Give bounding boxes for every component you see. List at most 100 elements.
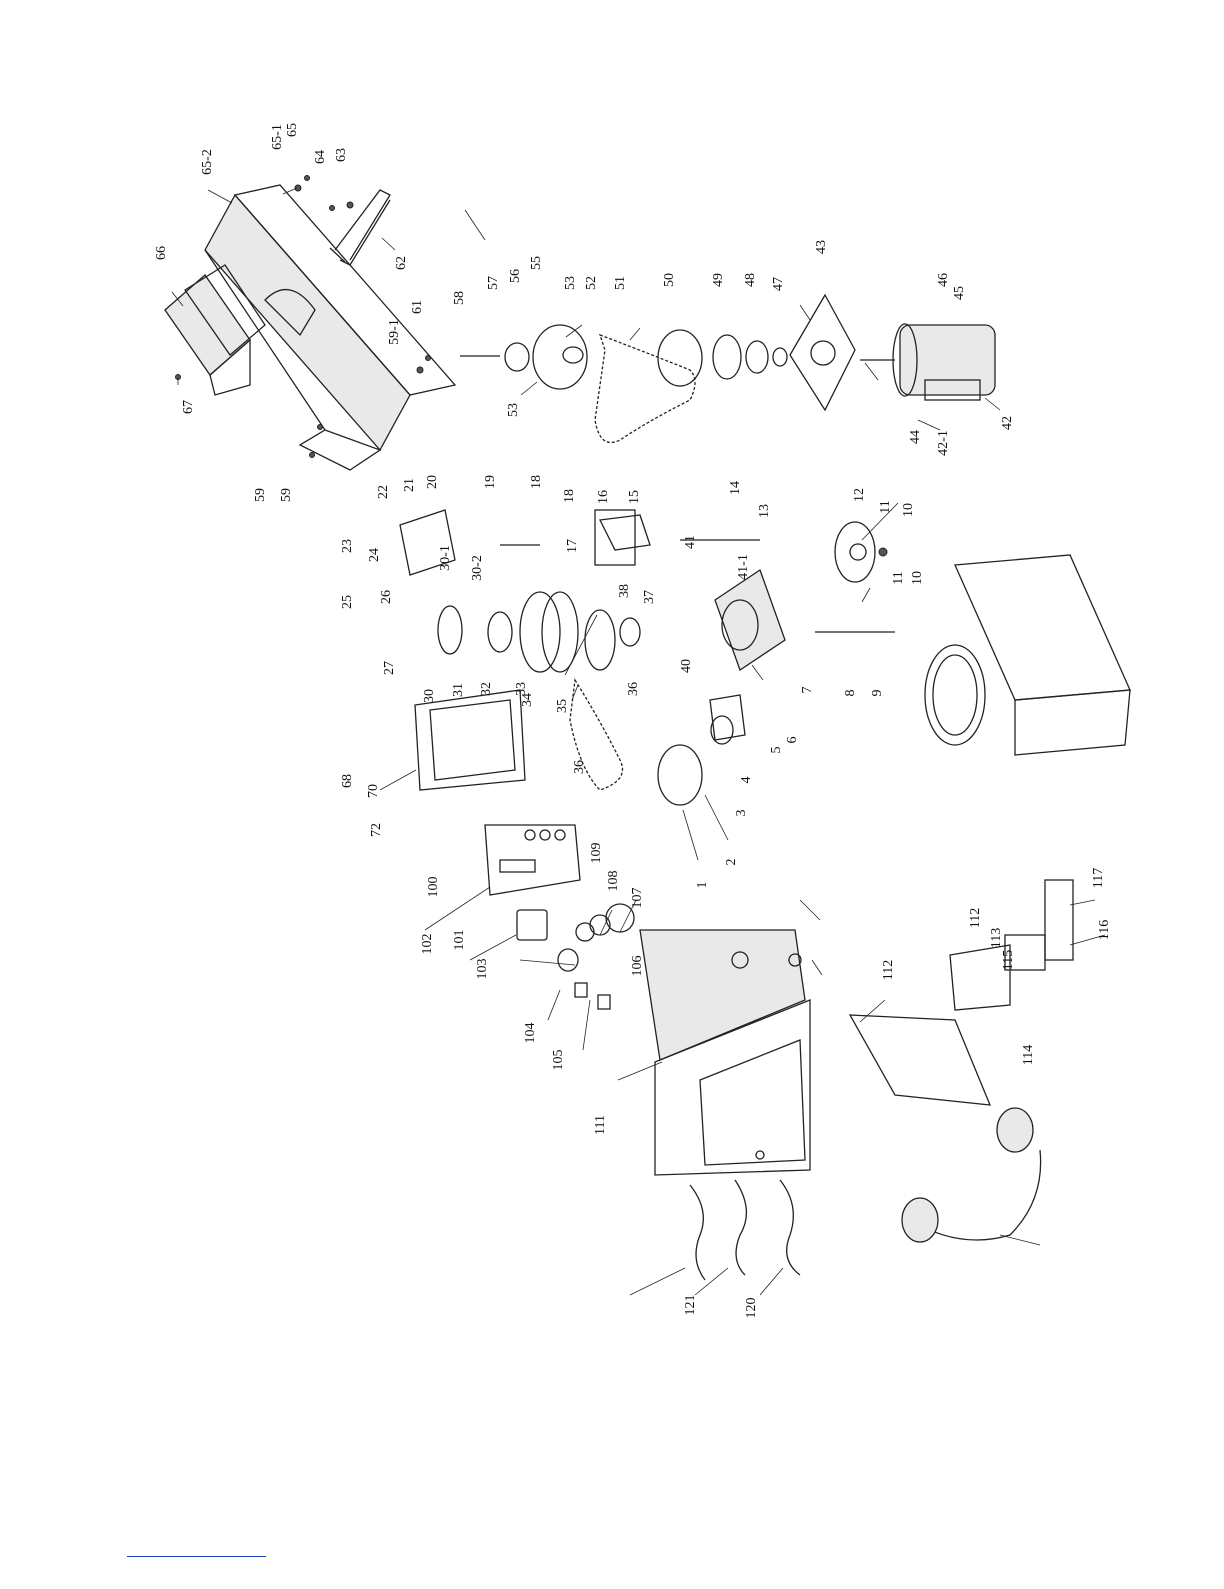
label-68: 72 [369, 823, 384, 837]
label-112-b: 114 [1021, 1045, 1036, 1065]
label-13: 11 [878, 500, 893, 513]
label-53-b: 53 [506, 403, 521, 417]
label-15: 13 [757, 504, 772, 518]
label-10: 10 [910, 571, 925, 585]
label-35: 35 [555, 699, 570, 713]
label-6: 6 [785, 737, 800, 744]
label-44: 44 [908, 430, 923, 444]
label-4: 4 [739, 777, 754, 784]
label-32: 32 [479, 682, 494, 696]
label-52: 52 [584, 276, 599, 290]
label-41: 41 [683, 535, 698, 549]
bracket [329, 189, 391, 266]
label-57: 58 [452, 291, 467, 305]
spindle-parts [399, 509, 641, 791]
label-41-1: 41-1 [736, 554, 751, 580]
label-18-b: 17 [565, 539, 580, 553]
label-59-1: 61 [410, 300, 425, 314]
label-16: 14 [728, 481, 743, 495]
label-55: 56 [508, 269, 523, 283]
label-11: 11 [891, 571, 906, 584]
label-111: 112 [968, 908, 983, 928]
base-casting [924, 554, 1131, 756]
label-29: 27 [382, 661, 397, 675]
control-switches [516, 903, 635, 1010]
wire-bundles [689, 1179, 801, 1281]
leader-lines [171, 187, 1106, 1296]
label-34: 34 [520, 693, 535, 707]
label-51: 51 [613, 276, 628, 290]
label-5: 5 [769, 747, 784, 754]
label-30: 30 [422, 689, 437, 703]
motor-mount-plate [789, 293, 856, 412]
label-53-a: 53 [563, 276, 578, 290]
label-37: 36 [626, 682, 641, 696]
label-107: 109 [589, 843, 604, 864]
label-108: 111 [593, 1115, 608, 1135]
label-22: 20 [425, 475, 440, 489]
label-58: 59 [253, 488, 268, 502]
label-26: 24 [367, 548, 382, 562]
label-63: 65 [285, 123, 300, 137]
label-62: 64 [313, 150, 328, 164]
top-cover [204, 184, 457, 471]
label-60: 62 [394, 256, 409, 270]
label-48: 48 [743, 273, 758, 287]
footer-rule [127, 1556, 266, 1557]
label-7: 7 [800, 687, 815, 694]
label-42: 42 [1000, 416, 1015, 430]
label-49: 49 [711, 273, 726, 287]
label-102: 104 [523, 1023, 538, 1044]
label-33: 33 [514, 682, 529, 696]
label-66: 68 [340, 774, 355, 788]
label-65: 65-2 [200, 149, 215, 175]
label-64: 65-1 [270, 124, 285, 150]
label-42-1: 43 [814, 240, 829, 254]
label-105: 107 [630, 888, 645, 909]
label-106: 108 [606, 871, 621, 892]
mounting-plate [848, 1014, 992, 1106]
label-38: 37 [642, 590, 657, 604]
label-103: 105 [551, 1050, 566, 1071]
label-8: 8 [843, 690, 858, 697]
label-46: 46 [936, 273, 951, 287]
motor [860, 323, 996, 401]
gear-shaft [680, 521, 895, 633]
label-113: 115 [1001, 950, 1016, 970]
label-17: 15 [627, 490, 642, 504]
label-104: 106 [630, 956, 645, 977]
label-20: 18 [529, 475, 544, 489]
label-109: 112 [881, 960, 896, 980]
label-36: 36 [572, 760, 587, 774]
label-115: 117 [1091, 868, 1106, 888]
label-70: 100 [426, 877, 441, 898]
gear-housing [599, 514, 786, 672]
label-40: 40 [679, 659, 694, 673]
upper-pulley-assembly [460, 324, 788, 444]
label-116: 120 [744, 1298, 759, 1319]
label-54: 55 [529, 256, 544, 270]
label-39: 38 [617, 584, 632, 598]
electrical-enclosure [639, 929, 811, 1176]
label-65-1: 66 [154, 246, 169, 260]
label-67: 70 [366, 784, 381, 798]
label-9: 9 [870, 690, 885, 697]
label-59-a: 59-1 [387, 319, 402, 345]
label-2: 2 [724, 859, 739, 866]
label-27: 25 [340, 595, 355, 609]
label-50: 50 [662, 273, 677, 287]
label-117: 121 [683, 1295, 698, 1316]
label-30-2: 30-2 [470, 555, 485, 581]
label-100: 102 [420, 934, 435, 955]
label-19: 18 [562, 489, 577, 503]
label-112-a: 113 [989, 928, 1004, 948]
label-21: 19 [483, 475, 498, 489]
hand-wheel [657, 694, 746, 806]
label-43: 42-1 [936, 430, 951, 456]
cover-box [164, 264, 266, 396]
label-56: 57 [486, 276, 501, 290]
label-25: 23 [340, 539, 355, 553]
label-12: 10 [901, 503, 916, 517]
